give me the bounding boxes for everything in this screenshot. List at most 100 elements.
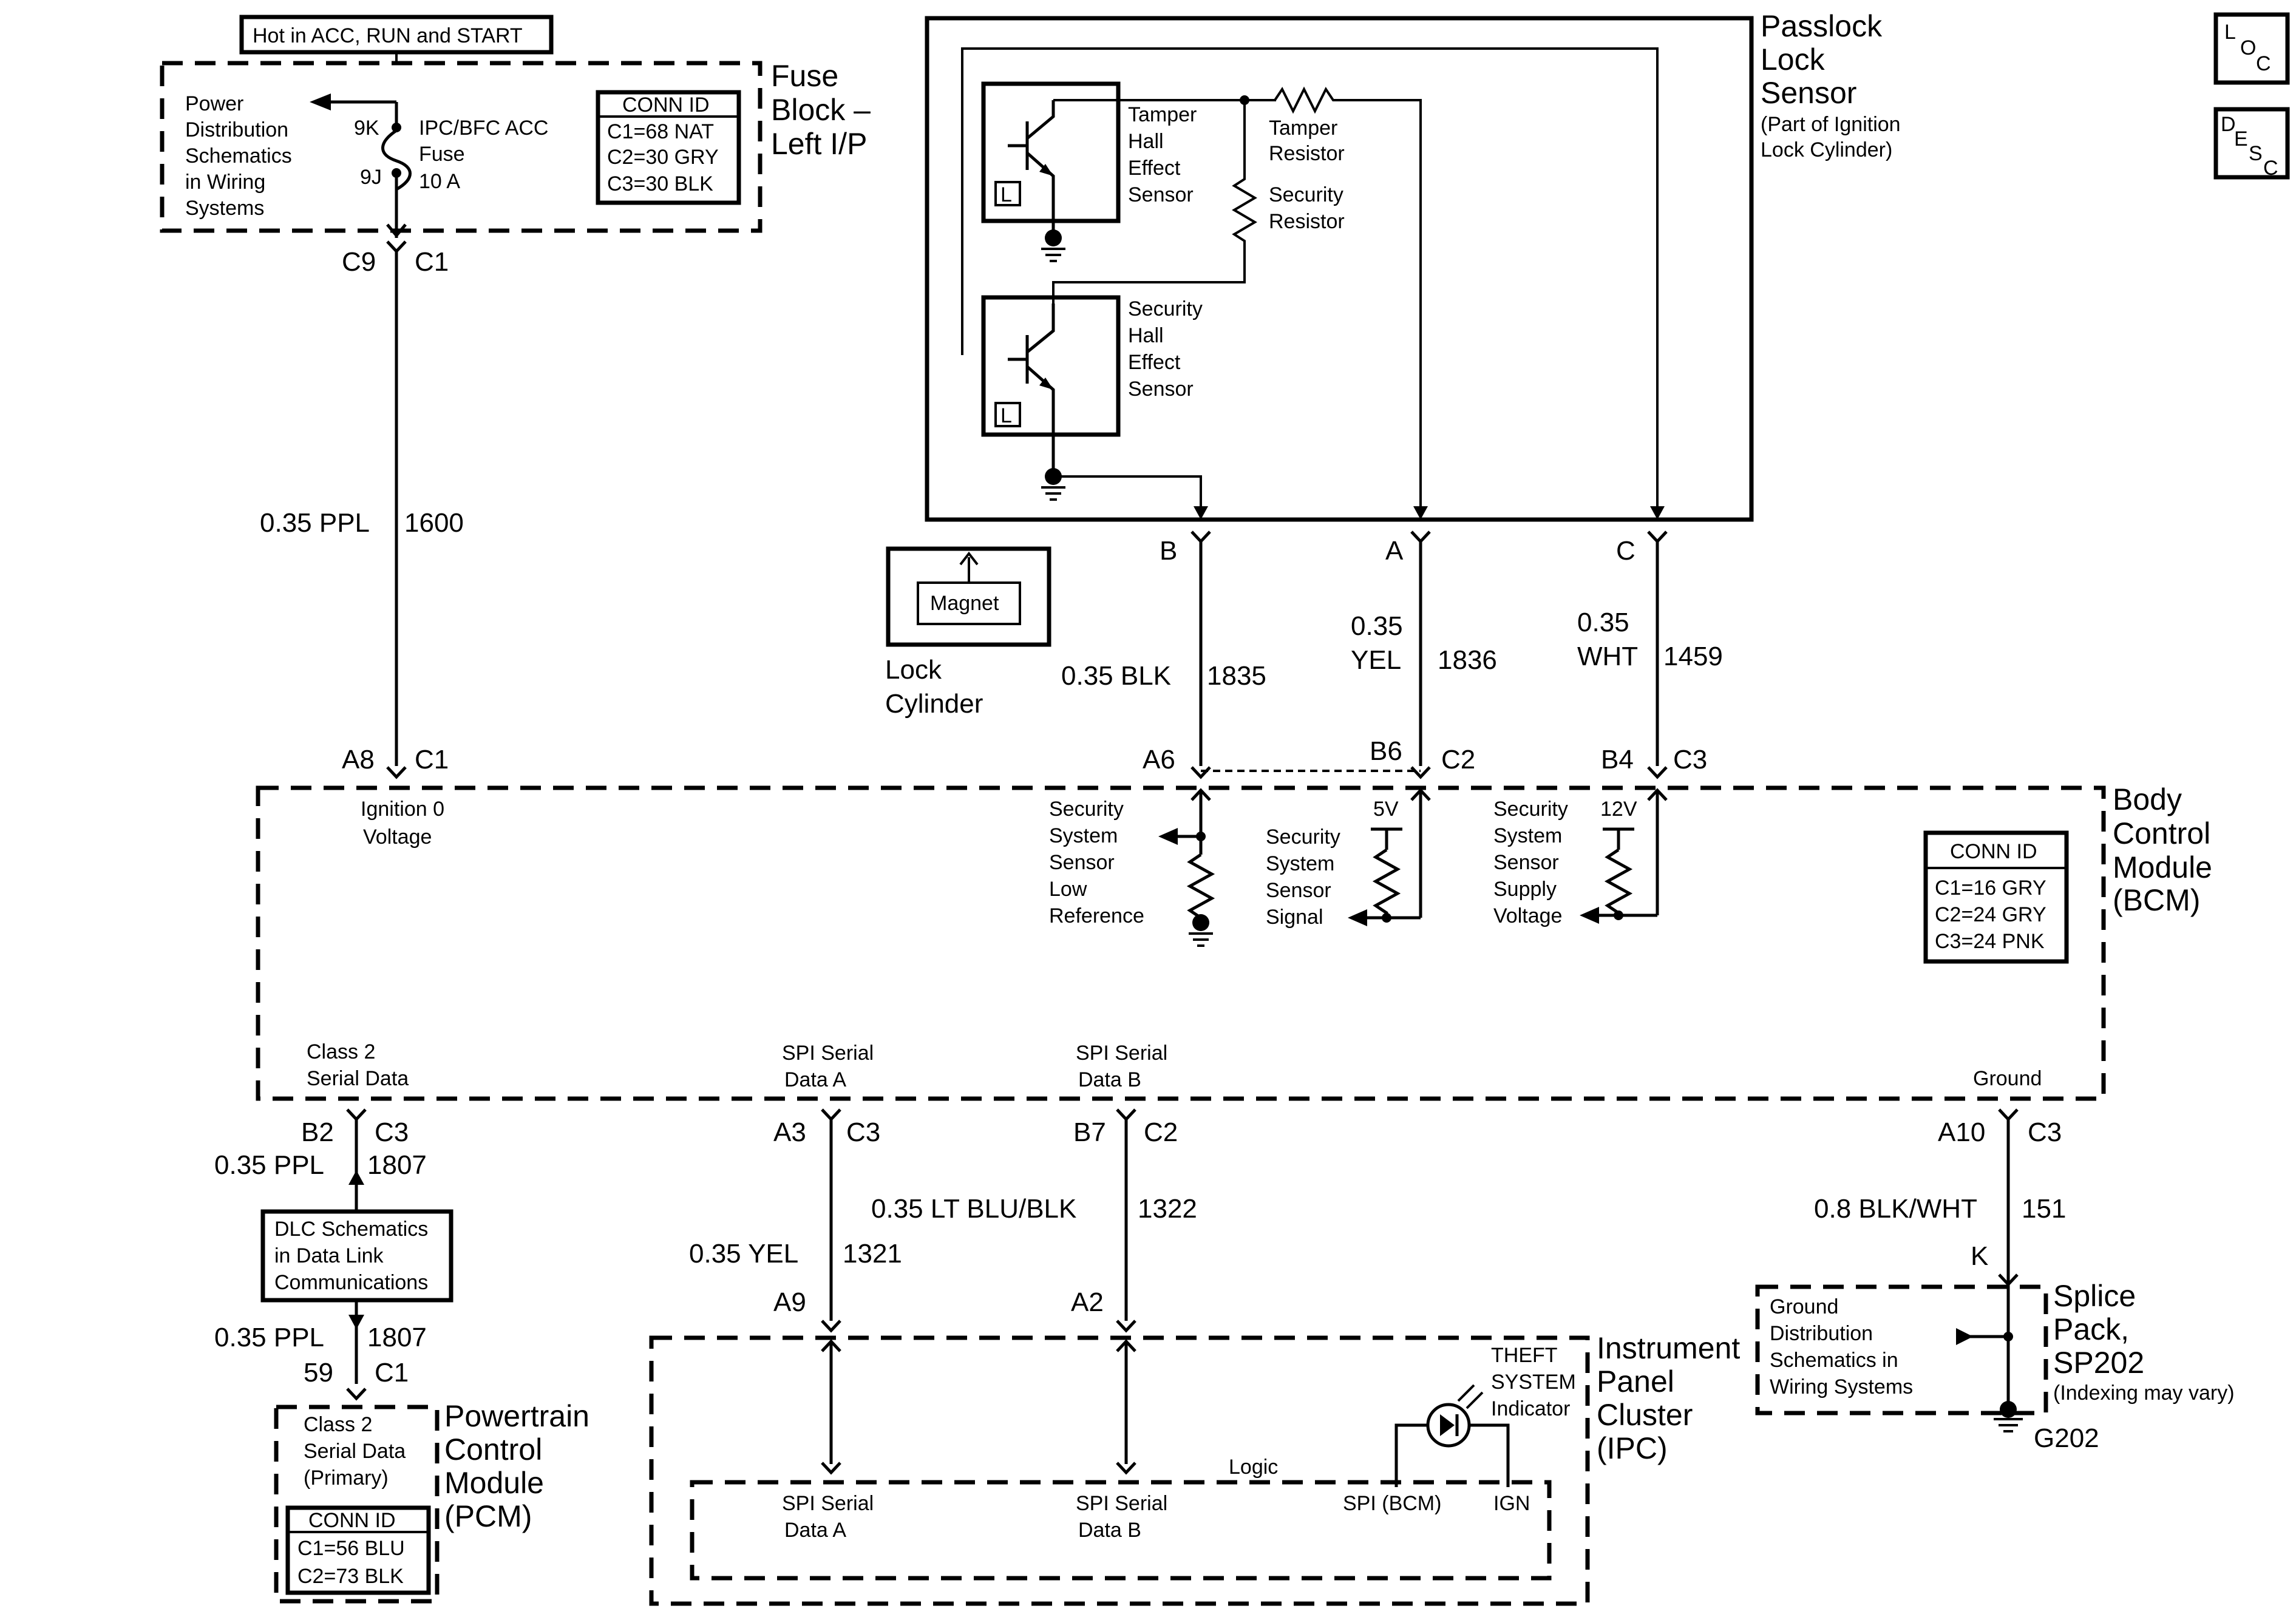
b2-pin: B2 — [301, 1117, 334, 1147]
power-dist-arrow-icon — [310, 93, 331, 110]
theft-led-diode-icon — [1440, 1414, 1455, 1436]
pcm-conn-id-box — [285, 1505, 431, 1595]
class2-label-1: Class 2 — [307, 1040, 375, 1063]
b6-pin: B6 — [1370, 736, 1402, 766]
wire-1836-gauge: 0.35 — [1351, 611, 1403, 641]
security-ground-icon — [1041, 486, 1065, 501]
bcm-outline — [256, 785, 2106, 1101]
pin-b-label: B — [1160, 536, 1177, 566]
c9-conn: C1 — [415, 247, 449, 277]
ignition-label-1: Ignition 0 — [361, 798, 444, 821]
desc-icon-c: C — [2263, 157, 2278, 180]
fuse-name-1: IPC/BFC ACC — [419, 117, 548, 140]
fuse-pin-top: 9K — [354, 117, 379, 140]
a8-pin: A8 — [342, 745, 375, 775]
theft-led-wire-right — [1469, 1423, 1510, 1487]
pin-c-arrow-icon — [1650, 506, 1665, 520]
bcm-conn-id-c1: C1=16 GRY — [1935, 876, 2046, 900]
fuse-pin-bottom: 9J — [360, 166, 382, 189]
passlock-wire-b — [1053, 475, 1202, 510]
power-dist-line-4: in Wiring — [185, 171, 265, 194]
supply-label-5: Voltage — [1493, 904, 1562, 927]
pin-c-label: C — [1616, 536, 1635, 566]
pcm-title-4: (PCM) — [444, 1499, 532, 1533]
loc-icon-o: O — [2240, 36, 2256, 59]
tamper-resistor-icon — [1274, 86, 1422, 510]
security-sensor-1: Security — [1128, 297, 1203, 320]
tamper-resistor-1: Tamper — [1269, 117, 1337, 140]
supply-label-1: Security — [1493, 798, 1568, 821]
ipc-spi-bcm: SPI (BCM) — [1343, 1492, 1441, 1515]
low-ref-ground-icon — [1189, 932, 1213, 947]
tamper-sensor-2: Hall — [1128, 130, 1164, 153]
a3-connector-icon — [821, 1108, 841, 1122]
signal-label-1: Security — [1266, 825, 1340, 849]
ipc-spi-b-chevron-icon — [1116, 1462, 1136, 1475]
c9-pin: C9 — [342, 247, 376, 277]
pcm-conn: C1 — [375, 1358, 409, 1388]
loc-icon[interactable] — [2213, 12, 2290, 85]
pin-b-connector-icon — [1190, 531, 1211, 544]
b4-pin: B4 — [1601, 745, 1634, 775]
a2-connector-icon — [1116, 1320, 1136, 1333]
wire-1600-circuit: 1600 — [404, 508, 464, 538]
pcm-outline — [274, 1405, 440, 1604]
security-resistor-1: Security — [1269, 183, 1343, 206]
tamper-resistor-2: Resistor — [1269, 142, 1345, 165]
ipc-outline — [649, 1335, 1590, 1606]
low-ref-label-5: Reference — [1049, 904, 1144, 927]
security-sensor-2: Hall — [1128, 324, 1164, 347]
bcm-title-3: Module — [2113, 850, 2212, 884]
splice-pin: K — [1971, 1241, 1988, 1271]
bcm-conn-id-header: CONN ID — [1950, 840, 2037, 863]
a8-connector-icon — [386, 766, 407, 779]
b2-connector-icon — [346, 1108, 367, 1122]
low-ref-label-3: Sensor — [1049, 851, 1115, 874]
desc-icon[interactable] — [2213, 107, 2290, 180]
security-l-box — [994, 402, 1021, 427]
pcm-conn-id-c1: C1=56 BLU — [297, 1537, 405, 1560]
bcm-title-2: Control — [2113, 816, 2210, 850]
tamper-transistor-arrow-icon — [1039, 164, 1053, 176]
ipc-spi-a-1: SPI Serial — [782, 1492, 874, 1515]
ipc-title-4: (IPC) — [1597, 1431, 1668, 1465]
ground-dist-4: Wiring Systems — [1770, 1375, 1913, 1398]
low-ref-label-4: Low — [1049, 878, 1087, 901]
wire-1459-color: WHT — [1577, 642, 1638, 671]
power-dist-line-3: Schematics — [185, 144, 292, 168]
a10-conn: C3 — [2028, 1117, 2062, 1147]
bcm-spi-b-label-2: Data B — [1078, 1068, 1141, 1091]
wire-1600-gauge: 0.35 PPL — [260, 508, 370, 538]
a3-conn: C3 — [846, 1117, 880, 1147]
ipc-logic-outline — [690, 1480, 1552, 1581]
dlc-line-1: DLC Schematics — [274, 1218, 428, 1241]
ipc-spi-a-2: Data A — [784, 1519, 846, 1542]
b7-connector-icon — [1116, 1108, 1136, 1122]
supply-label-4: Supply — [1493, 878, 1557, 901]
c9-connector-icon — [386, 240, 407, 254]
g202-node — [2000, 1401, 2017, 1418]
security-transistor-emitter — [1026, 365, 1055, 470]
wire-1807-upper-arrow-icon — [348, 1170, 364, 1185]
splice-connector-icon — [1998, 1273, 2019, 1287]
theft-led-wire-left — [1394, 1423, 1428, 1487]
wire-1807-upper-circuit: 1807 — [367, 1150, 427, 1180]
security-resistor-2: Resistor — [1269, 210, 1345, 233]
b6-conn: C2 — [1441, 745, 1475, 775]
lock-cylinder-label-1: Lock — [885, 655, 942, 685]
pcm-connector-icon — [346, 1388, 367, 1401]
desc-icon-d: D — [2221, 113, 2236, 136]
wire-1807-upper-gauge: 0.35 PPL — [214, 1150, 324, 1180]
ipc-title-1: Instrument — [1597, 1331, 1740, 1365]
loc-icon-l: L — [2224, 21, 2236, 44]
splice-title-1: Splice — [2053, 1279, 2136, 1313]
ground-dist-3: Schematics in — [1770, 1349, 1898, 1372]
wire-1836-color: YEL — [1351, 645, 1401, 675]
class2-label-2: Serial Data — [307, 1067, 409, 1090]
bcm-ground-label: Ground — [1973, 1067, 2042, 1090]
splice-note: (Indexing may vary) — [2053, 1381, 2235, 1405]
splice-outline — [1755, 1284, 2048, 1415]
tamper-l-mark: L — [1000, 183, 1012, 206]
power-dist-line-5: Systems — [185, 197, 264, 220]
